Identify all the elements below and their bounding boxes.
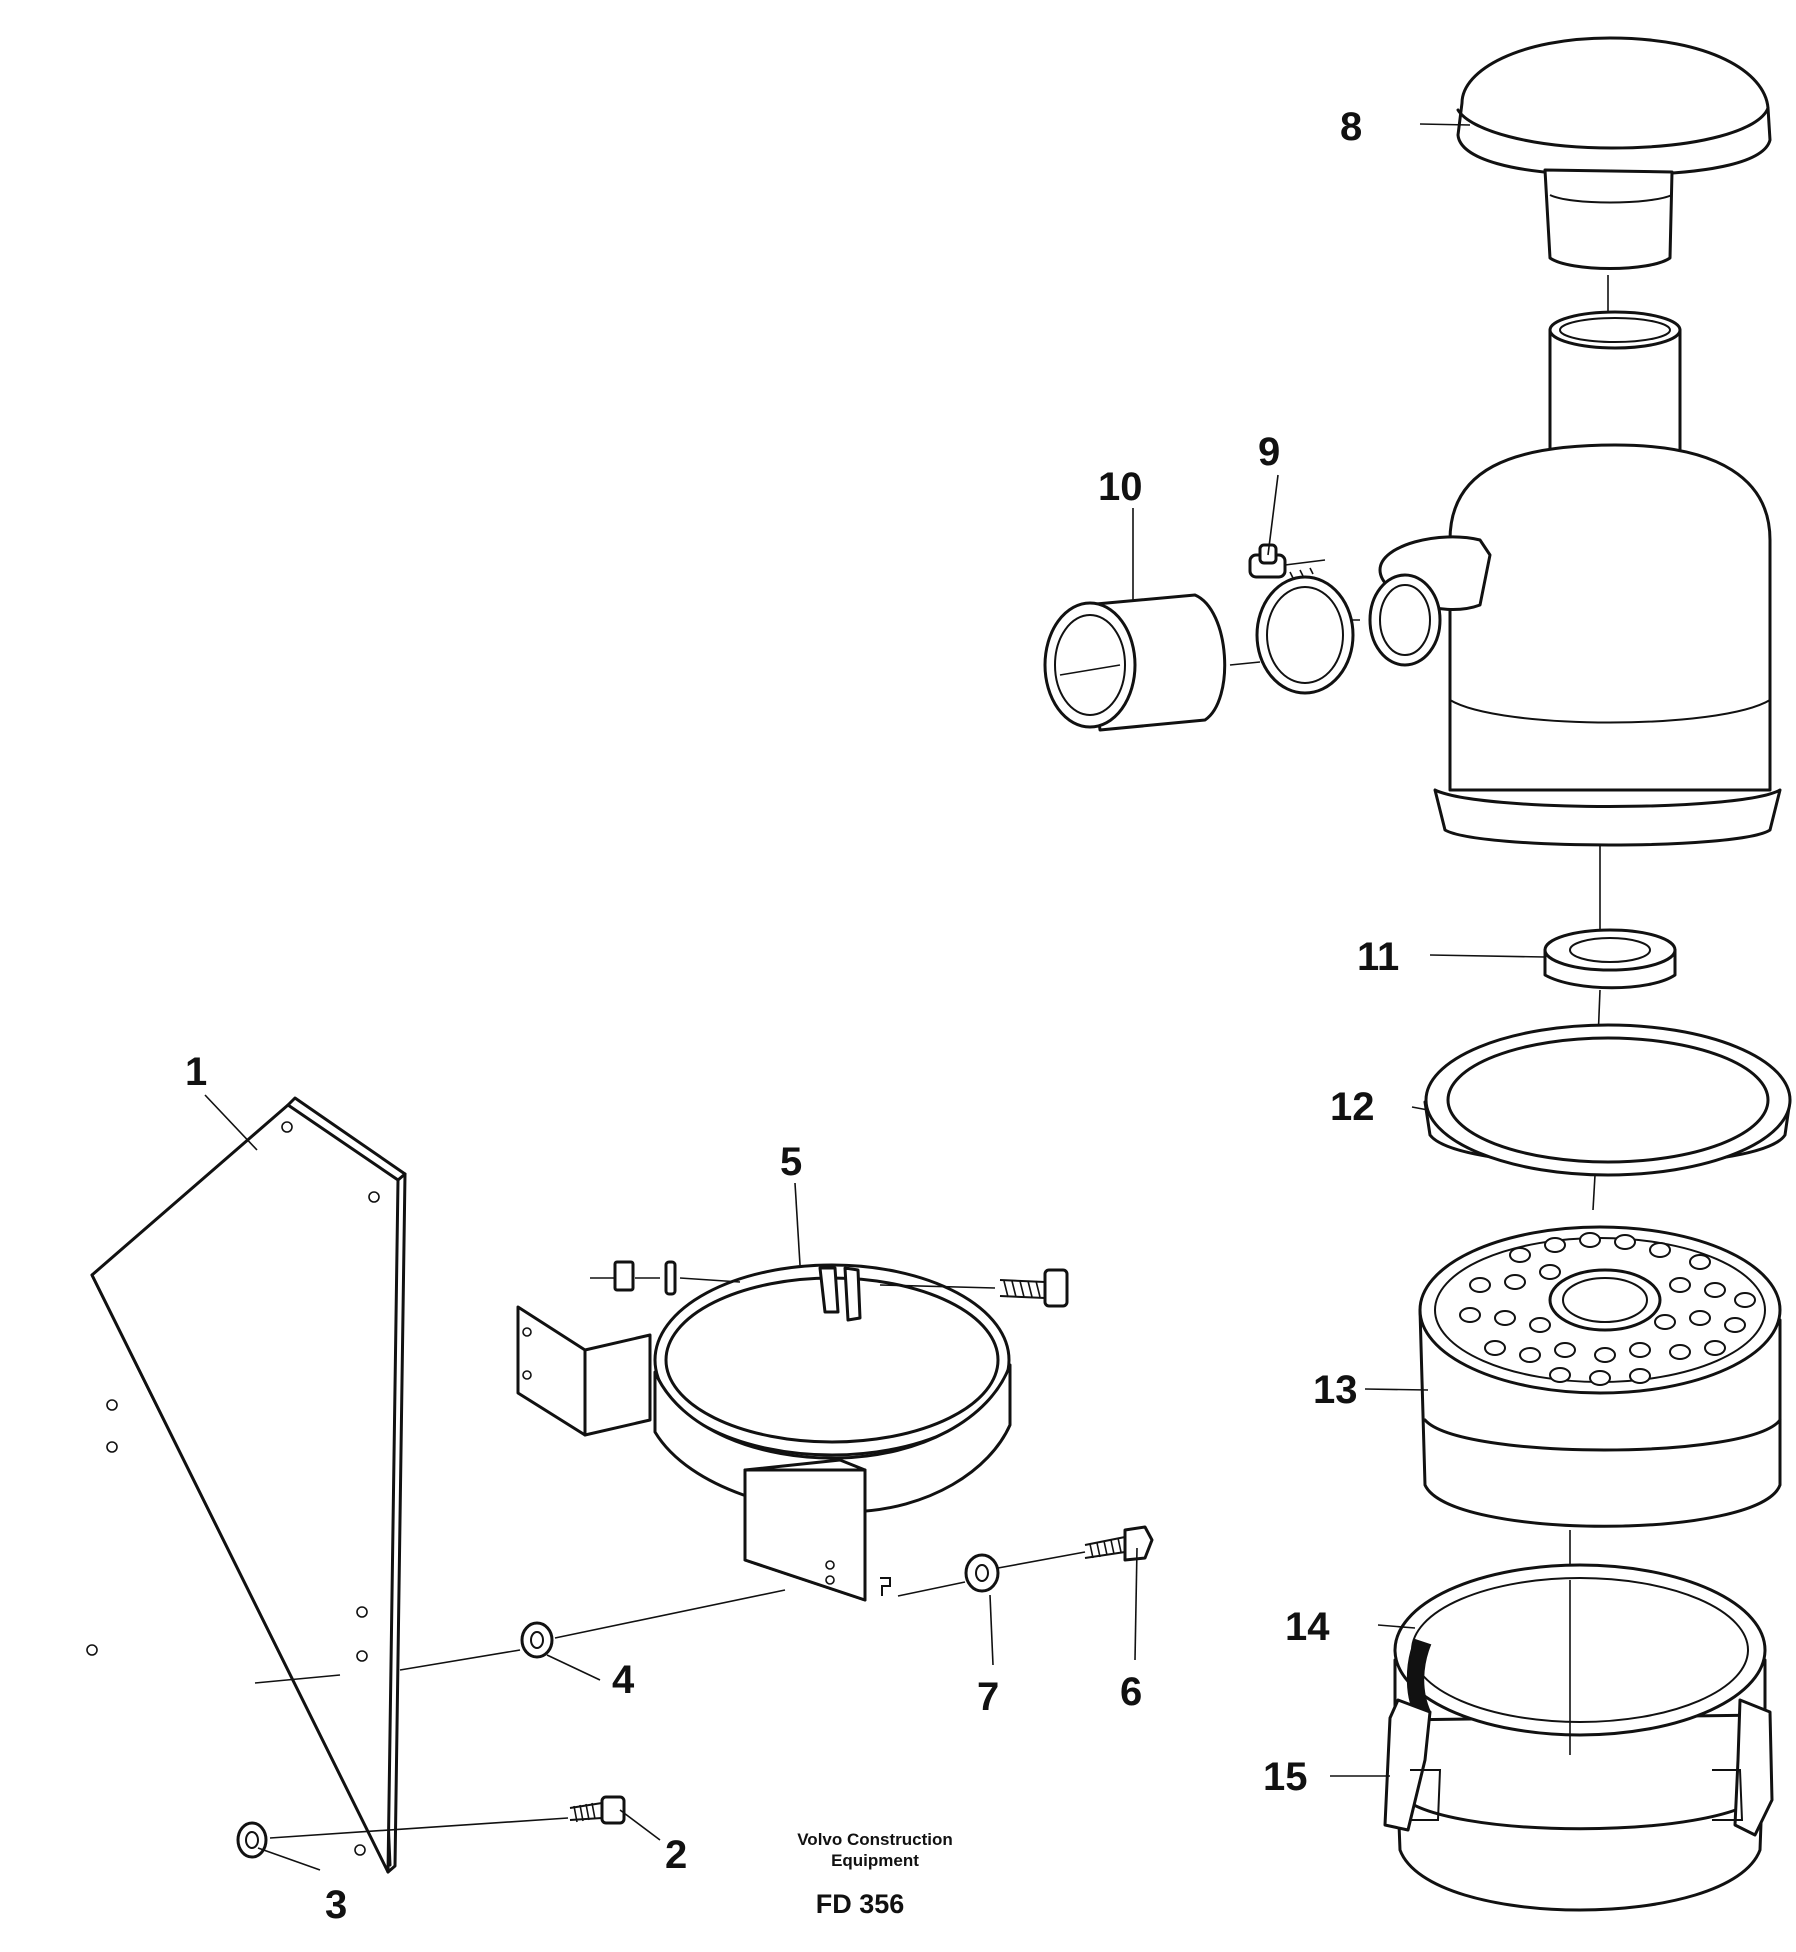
part-6-bolt <box>1084 1525 1154 1562</box>
callout-3: 3 <box>325 1883 347 1927</box>
callout-14: 14 <box>1285 1605 1330 1649</box>
part-5-bracket <box>516 1263 1012 1602</box>
part-14-15-dust-bowl <box>1383 1563 1774 1912</box>
callout-6: 6 <box>1120 1670 1142 1714</box>
leader-lines <box>204 123 1546 1871</box>
callout-5: 5 <box>780 1140 802 1184</box>
part-5-hardware <box>590 1260 1069 1308</box>
callouts: 1 2 3 4 5 6 7 8 9 10 11 12 13 14 15 <box>185 105 1399 1927</box>
callout-13: 13 <box>1313 1368 1358 1412</box>
caption-line-2: Equipment <box>831 1851 919 1870</box>
part-9-hose-clamp <box>1248 543 1355 695</box>
callout-12: 12 <box>1330 1085 1375 1129</box>
callout-1: 1 <box>185 1050 207 1094</box>
part-11-seal <box>1543 845 1677 1041</box>
callout-10: 10 <box>1098 465 1143 509</box>
callout-11: 11 <box>1357 935 1399 979</box>
part-12-gasket <box>1423 1023 1792 1211</box>
part-7-washer <box>964 1551 1086 1593</box>
document-id: FD 356 <box>816 1889 905 1919</box>
callout-15: 15 <box>1263 1755 1308 1799</box>
air-cleaner-housing <box>1290 310 1782 847</box>
caption-block: Volvo Construction Equipment FD 356 <box>797 1830 953 1919</box>
callout-4: 4 <box>612 1658 635 1702</box>
part-3-nut <box>236 1821 268 1859</box>
part-10-hose <box>1043 593 1261 732</box>
part-4-washer <box>254 1589 786 1684</box>
part-8-rain-cap <box>1456 36 1772 345</box>
part-13-filter <box>1418 1225 1782 1570</box>
callout-2: 2 <box>665 1833 687 1877</box>
caption-line-1: Volvo Construction <box>797 1830 953 1849</box>
callout-7: 7 <box>977 1675 999 1719</box>
callout-9: 9 <box>1258 430 1280 474</box>
callout-8: 8 <box>1340 105 1362 149</box>
part-1-mounting-plate <box>86 1096 407 1874</box>
part-2-screw <box>269 1795 626 1839</box>
